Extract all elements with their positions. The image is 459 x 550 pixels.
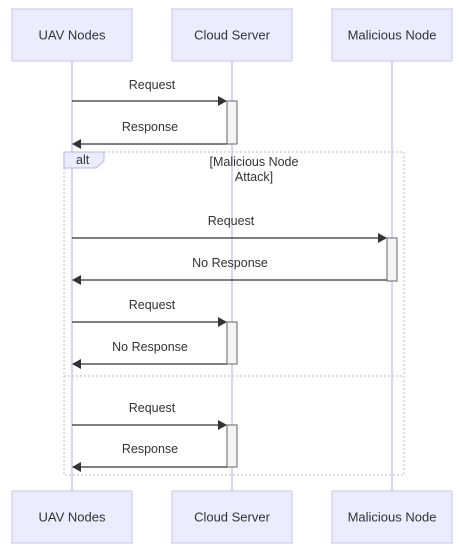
actor-malicious-node-bottom: Malicious Node xyxy=(331,490,453,544)
actor-cloud-server-top: Cloud Server xyxy=(171,8,293,62)
alt-frame-keyword: alt xyxy=(76,153,90,167)
message-label-3: Request xyxy=(208,214,255,228)
message-label-8: Response xyxy=(122,442,178,456)
actor-uav-nodes-bottom: UAV Nodes xyxy=(11,490,133,544)
activation-cloud-server-1 xyxy=(226,100,238,145)
message-label-1: Request xyxy=(129,78,176,92)
message-1: Request xyxy=(72,78,227,106)
message-label-6: No Response xyxy=(112,340,188,354)
actor-label: Malicious Node xyxy=(348,28,437,43)
actor-label: UAV Nodes xyxy=(39,510,106,525)
alt-frame-condition-line-2: Attack] xyxy=(235,170,273,184)
activation-cloud-server-2 xyxy=(226,321,238,365)
activation-cloud-server-3 xyxy=(226,424,238,468)
actor-label: Malicious Node xyxy=(348,510,437,525)
message-8: Response xyxy=(72,442,227,472)
message-label-2: Response xyxy=(122,120,178,134)
message-label-5: Request xyxy=(129,298,176,312)
message-3: Request xyxy=(72,214,387,243)
message-2: Response xyxy=(72,120,227,149)
alt-frame-label-box xyxy=(63,151,105,169)
alt-frame xyxy=(63,151,405,476)
actor-label: Cloud Server xyxy=(194,510,271,525)
actor-malicious-node-top: Malicious Node xyxy=(331,8,453,62)
message-7: Request xyxy=(72,401,227,430)
alt-frame-condition-line-1: [Malicious Node xyxy=(210,155,299,169)
message-5: Request xyxy=(72,298,227,327)
message-4: No Response xyxy=(72,256,387,285)
message-label-4: No Response xyxy=(192,256,268,270)
actor-label: Cloud Server xyxy=(194,28,271,43)
actor-label: UAV Nodes xyxy=(39,28,106,43)
message-label-7: Request xyxy=(129,401,176,415)
actor-uav-nodes-top: UAV Nodes xyxy=(11,8,133,62)
activation-malicious-node xyxy=(386,237,398,282)
message-6: No Response xyxy=(72,340,227,369)
actor-cloud-server-bottom: Cloud Server xyxy=(171,490,293,544)
